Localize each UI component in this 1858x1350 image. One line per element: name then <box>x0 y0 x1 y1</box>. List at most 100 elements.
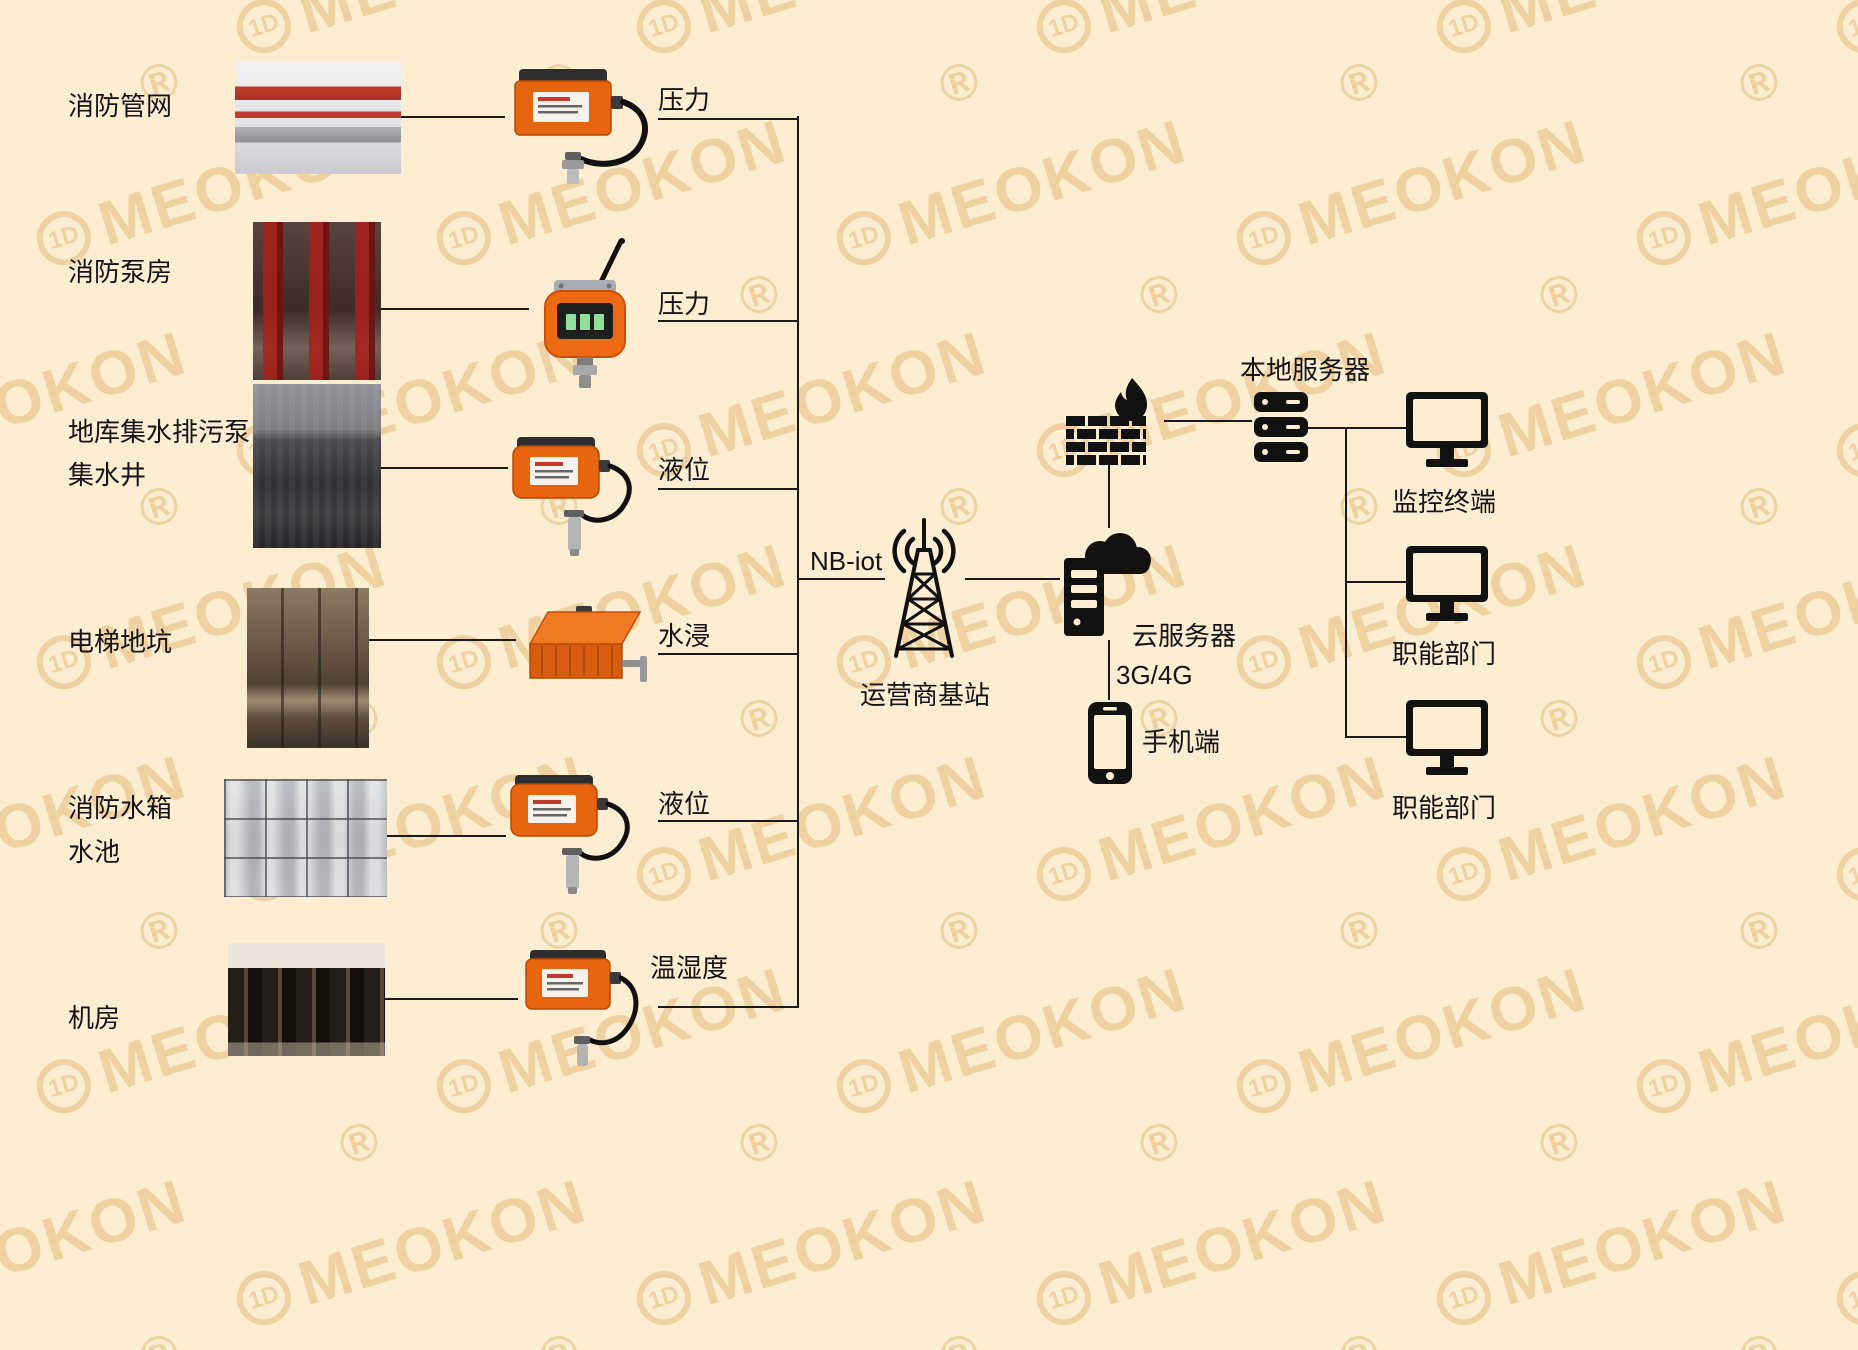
watermark-registered-mark: ® <box>732 685 789 753</box>
location-label-machine-room: 机房 <box>68 1003 121 1033</box>
connector-line <box>658 118 799 120</box>
watermark-logo-icon: 1D <box>230 1263 298 1332</box>
cloud-server-label: 云服务器 <box>1132 621 1237 651</box>
watermark-logo-icon: 1D <box>1630 203 1698 272</box>
watermark-logo-icon: 1D <box>1030 839 1098 908</box>
connector-line <box>369 639 516 641</box>
watermark-registered-mark: ® <box>1732 473 1789 541</box>
location-label-fire-pump-room: 消防泵房 <box>68 257 173 287</box>
location-label-fire-water-tank-line2: 水池 <box>68 837 121 867</box>
watermark-registered-mark: ® <box>1732 897 1789 965</box>
watermark-registered-mark: ® <box>1532 261 1589 329</box>
watermark-logo-icon: 1D <box>1630 627 1698 696</box>
sensor-type-label: 温湿度 <box>650 953 729 983</box>
sensor-type-label: 水浸 <box>658 621 711 651</box>
terminal-label-department-2: 职能部门 <box>1392 793 1497 823</box>
location-label-elevator-pit: 电梯地坑 <box>68 627 173 657</box>
monitor-icon <box>1406 700 1488 775</box>
connector-line <box>387 835 506 837</box>
watermark-logo-icon: 1D <box>430 1051 498 1120</box>
mobile-label: 手机端 <box>1142 727 1221 757</box>
local-server-icon <box>1254 392 1308 462</box>
watermark-registered-mark: ® <box>932 49 989 117</box>
watermark-registered-mark: ® <box>132 1320 189 1350</box>
temp-humidity-sensor-icon <box>525 950 639 1066</box>
cloud-server-icon <box>1064 533 1151 636</box>
photo-fire-water-tank <box>224 779 387 897</box>
connector-line <box>385 998 518 1000</box>
monitor-icon <box>1406 392 1488 467</box>
connector-line <box>401 116 505 118</box>
connector-line <box>658 488 799 490</box>
pressure-transmitter-icon <box>514 69 648 184</box>
watermark-registered-mark: ® <box>1332 1320 1389 1350</box>
local-server-label: 本地服务器 <box>1240 355 1371 385</box>
location-label-basement-sump-line2: 集水井 <box>68 460 147 490</box>
watermark-registered-mark: ® <box>1732 49 1789 117</box>
watermark-logo-icon: 1D <box>630 839 698 908</box>
watermark-logo-icon: 1D <box>1030 1263 1098 1332</box>
connector-line <box>381 467 508 469</box>
watermark-registered-mark: ® <box>332 1109 389 1177</box>
watermark-logo-icon: 1D <box>430 203 498 272</box>
watermark-registered-mark: ® <box>1132 1109 1189 1177</box>
connector-line <box>965 578 1060 580</box>
photo-elevator-pit <box>247 588 369 748</box>
watermark-registered-mark: ® <box>932 1320 989 1350</box>
base-station-label: 运营商基站 <box>860 680 991 710</box>
watermark-registered-mark: ® <box>732 1109 789 1177</box>
water-leak-detector-icon <box>528 606 647 682</box>
location-label-basement-sump: 地库集水排污泵 <box>68 417 251 447</box>
level-transmitter-icon <box>512 437 632 556</box>
watermark-logo-icon: 1D <box>1830 415 1858 484</box>
connector-line <box>658 320 799 322</box>
watermark-registered-mark: ® <box>1132 261 1189 329</box>
wireless-pressure-gauge-icon <box>544 238 626 388</box>
watermark-logo-icon: 1D <box>230 0 298 60</box>
watermark-logo-icon: 1D <box>1830 839 1858 908</box>
watermark-registered-mark: ® <box>932 897 989 965</box>
watermark-logo-icon: 1D <box>30 1051 98 1120</box>
protocol-label: NB-iot <box>810 546 883 576</box>
watermark-logo-icon: 1D <box>1430 839 1498 908</box>
watermark-logo-icon: 1D <box>1230 203 1298 272</box>
sensor-type-label: 压力 <box>658 289 711 319</box>
bus-line <box>797 116 799 1008</box>
watermark-logo-icon: 1D <box>830 203 898 272</box>
connector-line <box>658 1006 799 1008</box>
watermark-logo-icon: 1D <box>1830 1263 1858 1332</box>
watermark-registered-mark: ® <box>1532 1109 1589 1177</box>
terminal-label-department-1: 职能部门 <box>1392 639 1497 669</box>
location-label-fire-pipe-network: 消防管网 <box>68 91 173 121</box>
connector-line <box>1108 464 1110 528</box>
watermark-logo-icon: 1D <box>1030 0 1098 60</box>
watermark-registered-mark: ® <box>1332 897 1389 965</box>
firewall-icon <box>1066 378 1148 465</box>
watermark-registered-mark: ® <box>1532 685 1589 753</box>
connector-line <box>658 820 799 822</box>
watermark-logo-icon: 1D <box>1630 1051 1698 1120</box>
terminal-label-monitoring: 监控终端 <box>1392 487 1497 517</box>
watermark-registered-mark: ® <box>1332 473 1389 541</box>
watermark-logo-icon: 1D <box>1230 627 1298 696</box>
watermark-registered-mark: ® <box>132 897 189 965</box>
watermark-logo-icon: 1D <box>1230 1051 1298 1120</box>
watermark-logo-icon: 1D <box>830 1051 898 1120</box>
